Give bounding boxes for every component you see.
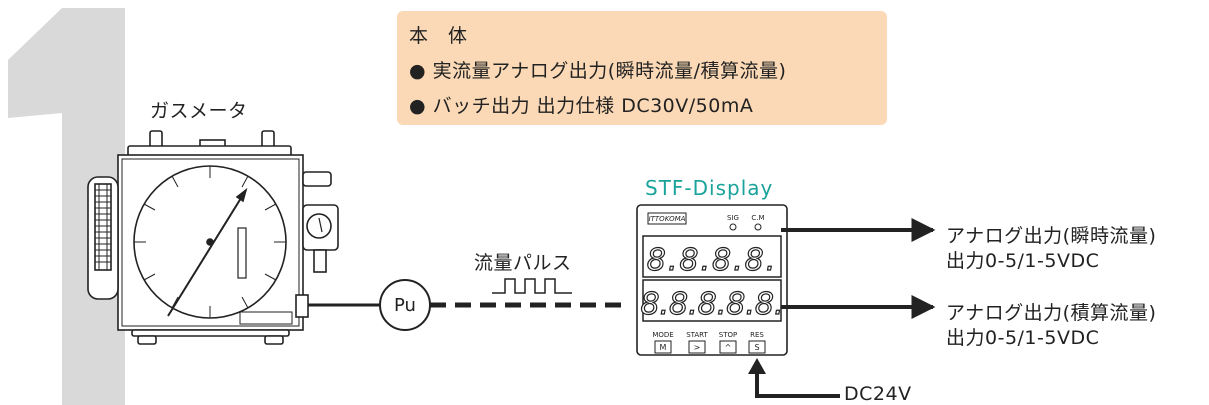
led-sig-label: SIG — [727, 214, 739, 222]
button-m: M — [660, 343, 667, 352]
pulse-waveform-icon — [492, 278, 572, 294]
led-cm-label: C.M — [751, 214, 764, 222]
stf-display-device — [636, 204, 788, 356]
display-row2: 8.8.8.8.8. — [640, 287, 783, 322]
info-box: 本 体 ● 実流量アナログ出力(瞬時流量/積算流量) ● バッチ出力 出力仕様 … — [397, 11, 887, 125]
pulse-unit-label: Pu — [394, 295, 416, 316]
display-title: STF-Display — [645, 176, 774, 200]
power-arrow-icon — [748, 358, 766, 374]
power-line — [755, 370, 840, 398]
power-label: DC24V — [844, 383, 912, 405]
output-instant-title: アナログ出力(瞬時流量) — [946, 225, 1157, 247]
display-brand: ITTOKOMA — [649, 215, 686, 223]
info-box-title: 本 体 — [409, 25, 468, 47]
button-label-res: RES — [750, 331, 764, 339]
output-total-spec: 出力0-5/1-5VDC — [946, 327, 1100, 349]
button-s: S — [754, 343, 759, 352]
button-label-stop: STOP — [719, 331, 737, 339]
button-label-start: START — [686, 331, 708, 339]
info-bullet-analog: ● 実流量アナログ出力(瞬時流量/積算流量) — [409, 60, 787, 82]
button-label-mode: MODE — [652, 331, 673, 339]
display-row1: 8.8.8.8. — [647, 243, 778, 278]
info-bullet-batch: ● バッチ出力 出力仕様 DC30V/50mA — [409, 95, 754, 117]
gas-meter-label: ガスメータ — [150, 100, 248, 122]
pulse-label: 流量パルス — [474, 252, 572, 274]
output-instant-spec: 出力0-5/1-5VDC — [946, 250, 1100, 272]
gas-meter-icon — [87, 130, 339, 345]
output-total-title: アナログ出力(積算流量) — [946, 302, 1157, 324]
step-number — [8, 8, 125, 405]
button-start: > — [694, 343, 701, 352]
button-stop: ^ — [725, 343, 732, 352]
